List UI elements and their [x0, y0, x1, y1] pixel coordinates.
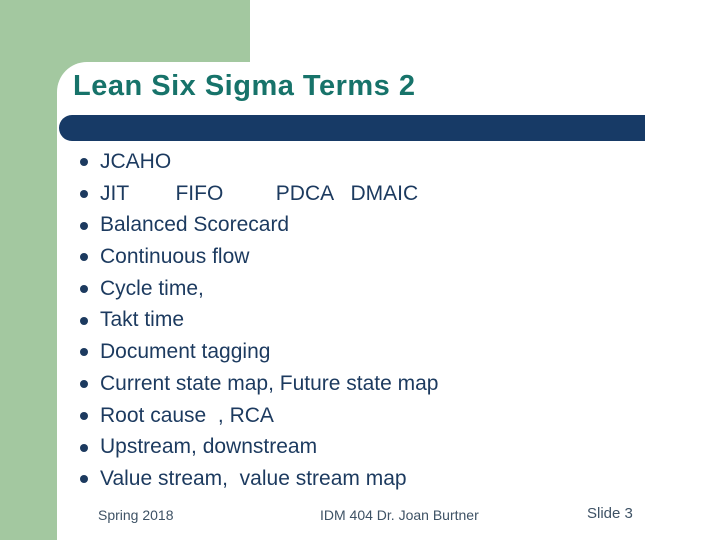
list-item: Root cause , RCA	[80, 400, 680, 432]
bullet-item-text: JCAHO	[100, 150, 172, 173]
bullet-list: JCAHO JIT FIFO PDCA DMAIC Balanced Scoreca…	[80, 146, 680, 495]
bullet-item-text: JIT FIFO PDCA DMAIC	[100, 181, 419, 205]
footer-slide-number: Slide 3	[587, 505, 633, 522]
bullet-icon	[80, 348, 88, 357]
bullet-item-text: Current state map, Future state map	[100, 371, 439, 395]
bullet-item-text: Takt time	[100, 308, 185, 332]
list-item: Current state map, Future state map	[80, 368, 680, 400]
bullet-item-text: Cycle time,	[100, 276, 204, 300]
footer-course-author: IDM 404 Dr. Joan Burtner	[320, 507, 479, 523]
bullet-item-text: Continuous flow	[100, 245, 250, 269]
slide-content-panel	[57, 62, 720, 540]
bullet-icon	[80, 380, 88, 389]
bullet-icon	[80, 411, 88, 420]
list-item: Document tagging	[80, 336, 680, 368]
list-item: Value stream, value stream map	[80, 463, 680, 495]
navy-accent-bar	[59, 115, 645, 141]
bullet-item-text: Root cause , RCA	[100, 403, 274, 427]
list-item: JIT FIFO PDCA DMAIC	[80, 178, 680, 210]
bullet-icon	[80, 253, 88, 262]
list-item: Cycle time,	[80, 273, 680, 305]
list-item: JCAHO	[80, 146, 680, 178]
bullet-item-text: Document tagging	[100, 340, 271, 364]
footer-date: Spring 2018	[98, 507, 174, 523]
list-item: Upstream, downstream	[80, 431, 680, 463]
bullet-icon	[80, 285, 88, 294]
bullet-item-text: Upstream, downstream	[100, 435, 318, 459]
bullet-icon	[80, 190, 88, 199]
bullet-icon	[80, 475, 88, 484]
bullet-icon	[80, 316, 88, 325]
list-item: Continuous flow	[80, 241, 680, 273]
bullet-icon	[80, 221, 88, 230]
list-item: Balanced Scorecard	[80, 209, 680, 241]
slide-title: Lean Six Sigma Terms 2	[73, 70, 416, 102]
bullet-icon	[80, 443, 88, 452]
bullet-item-text: Balanced Scorecard	[100, 213, 290, 237]
bullet-item-text: Value stream, value stream map	[100, 466, 407, 490]
list-item: Takt time	[80, 304, 680, 336]
bullet-icon	[80, 158, 88, 167]
